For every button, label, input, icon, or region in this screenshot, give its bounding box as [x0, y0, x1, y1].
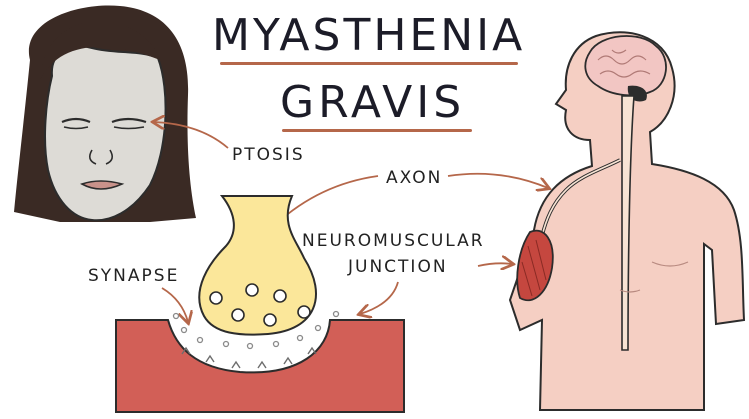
arrow-axon-right [448, 174, 548, 188]
title-line1: MYASTHENIA [212, 10, 525, 61]
face-illustration [14, 5, 196, 222]
vesicle [298, 306, 310, 318]
arrow-junction-synapse [360, 282, 398, 314]
receptor [232, 362, 240, 368]
label-neuromuscular-line2: JUNCTION [347, 257, 448, 277]
title-underline-2 [282, 129, 472, 132]
particle [198, 338, 203, 343]
particle [182, 328, 187, 333]
particle [274, 342, 279, 347]
brain [585, 36, 666, 95]
particle [224, 342, 229, 347]
receptor [284, 358, 292, 364]
body-illustration [510, 32, 744, 410]
label-synapse: SYNAPSE [88, 266, 179, 286]
vesicle [264, 314, 276, 326]
title-line2: GRAVIS [280, 77, 465, 128]
label-ptosis: PTOSIS [232, 145, 305, 165]
vesicle [210, 292, 222, 304]
receptor [206, 356, 214, 362]
label-neuromuscular-line1: NEUROMUSCULAR [302, 231, 485, 251]
arrow-junction-body [478, 263, 512, 266]
particle [334, 312, 339, 317]
vesicle [274, 290, 286, 302]
particle [174, 314, 179, 319]
vesicle [232, 309, 244, 321]
vesicle [246, 284, 258, 296]
label-axon: AXON [386, 168, 442, 188]
title-underline-1 [220, 62, 518, 65]
arrow-synapse [162, 288, 188, 322]
neuromuscular-junction-illustration [116, 196, 404, 412]
receptor [258, 362, 266, 368]
particle [298, 336, 303, 341]
particle [248, 344, 253, 349]
particle [316, 326, 321, 331]
receptor [308, 348, 316, 354]
